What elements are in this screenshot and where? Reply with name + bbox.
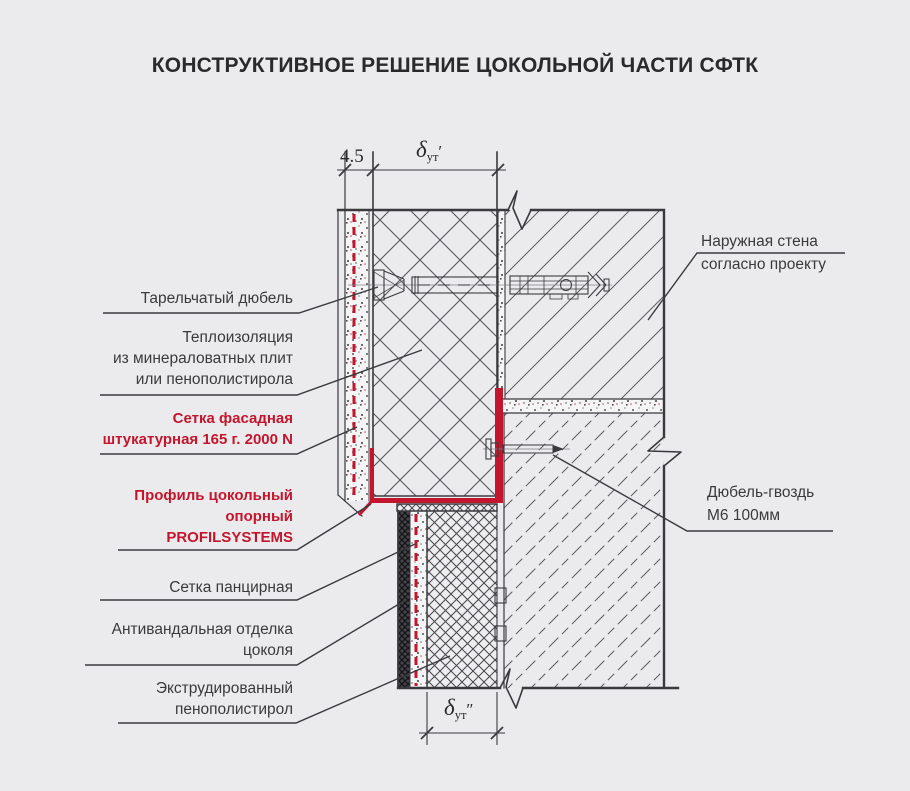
upper-finish-layer xyxy=(345,210,369,501)
outer-wall-lower xyxy=(504,413,664,688)
xps-layer xyxy=(427,511,497,688)
mortar-bed xyxy=(503,399,664,413)
leader-lines xyxy=(85,252,845,724)
break-marks xyxy=(499,190,682,709)
dim-top-insulation: δут′ xyxy=(416,137,443,165)
lower-finish-layers xyxy=(397,504,497,688)
outer-wall-upper xyxy=(505,210,664,399)
upper-insulation-layer xyxy=(373,210,497,496)
dim-bottom-insulation: δут″ xyxy=(444,695,474,723)
label-plate-dowel: Тарельчатый дюбель xyxy=(140,290,293,307)
label-facade-mesh: Сетка фасадная штукатурная 165 г. 2000 N xyxy=(102,410,293,448)
label-nail-dowel: Дюбель-гвоздь М6 100мм xyxy=(707,484,815,524)
label-antivandal: Антивандальная отделка цоколя xyxy=(111,621,293,659)
label-armor-mesh: Сетка панцирная xyxy=(169,579,293,596)
adhesive-layer xyxy=(498,210,505,399)
structure-outlines xyxy=(336,151,680,690)
dimension-lines xyxy=(337,163,506,745)
nail-dowel-drawing xyxy=(483,438,570,460)
plate-dowel-drawing xyxy=(348,269,612,301)
label-base-profile: Профиль цокольный опорный PROFILSYSTEMS xyxy=(134,487,293,546)
drawing-title: КОНСТРУКТИВНОЕ РЕШЕНИЕ ЦОКОЛЬНОЙ ЧАСТИ С… xyxy=(151,54,759,77)
label-insulation: Теплоизоляция из минераловатных плит или… xyxy=(112,329,293,388)
dim-plaster-thickness: 4.5 xyxy=(340,146,364,167)
label-xps: Экструдированный пенополистирол xyxy=(155,680,293,718)
label-outer-wall: Наружная стена согласно проекту xyxy=(701,233,826,273)
